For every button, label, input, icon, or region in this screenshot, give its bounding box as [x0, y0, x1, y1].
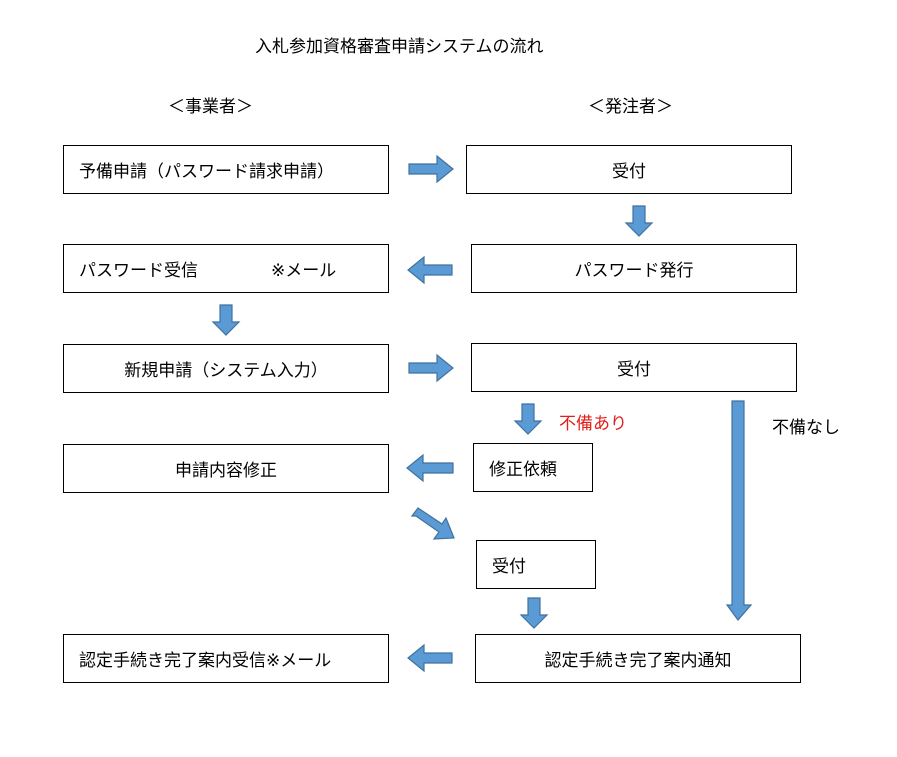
- completion-received-label: 認定手続き完了案内受信※メール: [79, 651, 332, 671]
- arrow-left-1: [407, 255, 453, 285]
- receipt-label-3: 受付: [492, 557, 526, 577]
- new-application-label: 新規申請（システム入力）: [124, 361, 328, 381]
- receipt-box-3: 受付: [476, 540, 596, 589]
- correct-application-label: 申請内容修正: [175, 461, 277, 481]
- arrow-down-2: [211, 304, 241, 336]
- receipt-label-2: 受付: [617, 360, 651, 380]
- correction-request-label: 修正依頼: [489, 460, 557, 480]
- arrow-right-2: [408, 353, 454, 383]
- pre-application-label: 予備申請（パスワード請求申請）: [79, 162, 334, 182]
- password-received-box: パスワード受信 ※メール: [63, 244, 389, 293]
- not-deficient-label: 不備なし: [772, 418, 840, 438]
- password-issue-box: パスワード発行: [471, 244, 797, 293]
- completion-notice-box: 認定手続き完了案内通知: [475, 634, 801, 683]
- correction-request-box: 修正依頼: [473, 443, 593, 492]
- receipt-box-2: 受付: [471, 343, 797, 392]
- arrow-left-3: [407, 643, 453, 673]
- business-column-header: ＜事業者＞: [168, 97, 253, 117]
- arrow-right-1: [408, 154, 454, 184]
- completion-received-box: 認定手続き完了案内受信※メール: [63, 634, 389, 683]
- password-received-note: ※メール: [271, 261, 337, 281]
- password-issue-label: パスワード発行: [574, 261, 694, 281]
- correct-application-box: 申請内容修正: [63, 444, 389, 493]
- arrow-down-not-deficient: [725, 400, 753, 621]
- password-received-label: パスワード受信: [79, 261, 198, 281]
- arrow-down-1: [624, 205, 654, 237]
- completion-notice-label: 認定手続き完了案内通知: [544, 651, 732, 671]
- diagram-title: 入札参加資格審査申請システムの流れ: [255, 37, 544, 57]
- arrow-diagonal: [410, 507, 455, 540]
- pre-application-box: 予備申請（パスワード請求申請）: [63, 145, 389, 194]
- arrow-down-3: [519, 597, 549, 629]
- orderer-column-header: ＜発注者＞: [588, 97, 673, 117]
- receipt-box-1: 受付: [466, 145, 792, 194]
- new-application-box: 新規申請（システム入力）: [63, 344, 389, 393]
- arrow-left-2: [406, 453, 454, 483]
- receipt-label-1: 受付: [612, 162, 646, 182]
- deficient-label: 不備あり: [559, 414, 627, 434]
- arrow-down-deficient: [513, 403, 543, 435]
